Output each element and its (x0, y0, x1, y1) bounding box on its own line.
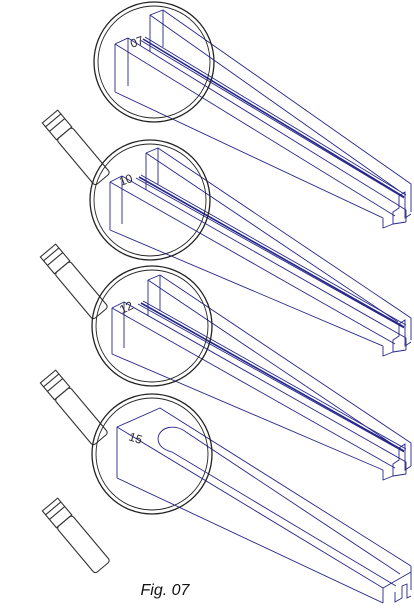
lens-inner-ring (97, 5, 211, 119)
lens-inner-ring (95, 269, 209, 383)
lens-outer-ring (91, 265, 213, 387)
profile-strip-12 (111, 274, 412, 481)
part-label: 10 (117, 171, 135, 189)
lens-inner-ring (95, 397, 209, 511)
part-label: 15 (127, 430, 144, 448)
figure-caption: Fig. 07 (140, 582, 190, 599)
lens-outer-ring (89, 139, 211, 261)
part-label: 12 (117, 298, 135, 316)
handle (41, 109, 110, 186)
magnifier-12: 12 (39, 265, 213, 446)
profile-strip-07 (114, 9, 412, 229)
handle (39, 369, 108, 446)
magnifier-group-12: 12 (39, 265, 412, 481)
lens-inner-ring (93, 143, 207, 257)
magnifier-10: 10 (39, 139, 211, 320)
magnifier-07: 07 (41, 1, 215, 186)
magnifier-group-07: 07 (41, 1, 412, 229)
part-label: 07 (128, 33, 146, 51)
profile-strip-10 (109, 147, 412, 357)
magnifier-15: 15 (41, 393, 213, 574)
handle (39, 243, 108, 320)
handle (41, 497, 110, 574)
magnifier-group-15: 15 (41, 393, 412, 604)
lens-outer-ring (91, 393, 213, 515)
profile-strip-15 (116, 407, 412, 604)
lens-outer-ring (93, 1, 215, 123)
magnifier-group-10: 10 (39, 139, 412, 357)
